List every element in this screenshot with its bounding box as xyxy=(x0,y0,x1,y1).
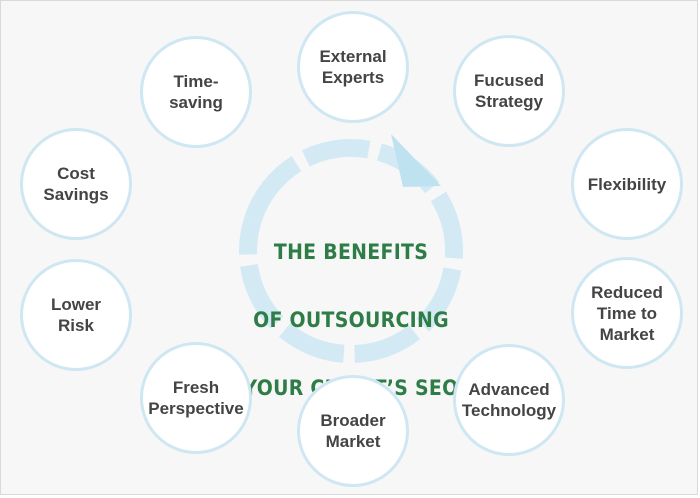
ring-segment-1 xyxy=(244,156,302,222)
benefit-flexibility: Flexibility xyxy=(571,128,683,240)
benefit-fucused-strategy: Fucused Strategy xyxy=(453,35,565,147)
ring-segment-4 xyxy=(430,191,464,259)
benefit-broader-market: Broader Market xyxy=(297,375,409,487)
benefit-time-saving: Time- saving xyxy=(140,36,252,148)
center-title-line-2: OF OUTSOURCING xyxy=(253,308,449,332)
ring-segment-2 xyxy=(301,139,371,167)
benefit-label: Reduced Time to Market xyxy=(591,282,663,344)
ring-segment-7 xyxy=(279,323,345,363)
ring-segment-9 xyxy=(239,216,262,255)
benefit-reduced-time-to-market: Reduced Time to Market xyxy=(571,257,683,369)
benefit-label: Lower Risk xyxy=(50,295,102,335)
benefit-lower-risk: Lower Risk xyxy=(20,259,132,371)
benefit-label: Advanced Technology xyxy=(461,380,557,420)
benefit-label: Fucused Strategy xyxy=(474,71,544,111)
benefit-label: Time- saving xyxy=(169,72,223,112)
center-title-line-1: THE BENEFITS xyxy=(273,240,429,264)
cycle-arrow-icon xyxy=(391,134,441,187)
benefit-cost-savings: Cost Savings xyxy=(20,128,132,240)
ring-segment-8 xyxy=(240,264,284,329)
center-title: THE BENEFITS OF OUTSOURCING YOUR CLIENT’… xyxy=(231,201,471,439)
benefit-label: External Experts xyxy=(319,47,387,87)
benefit-advanced-technology: Advanced Technology xyxy=(453,344,565,456)
benefit-fresh-perspective: Fresh Perspective xyxy=(140,342,252,454)
benefit-label: Fresh Perspective xyxy=(148,378,244,418)
ring-segment-5 xyxy=(416,267,462,332)
benefit-label: Cost Savings xyxy=(43,164,109,204)
benefit-external-experts: External Experts xyxy=(297,11,409,123)
ring-segment-6 xyxy=(354,325,420,363)
benefit-label: Flexibility xyxy=(587,174,667,194)
benefit-label: Broader Market xyxy=(320,411,386,451)
